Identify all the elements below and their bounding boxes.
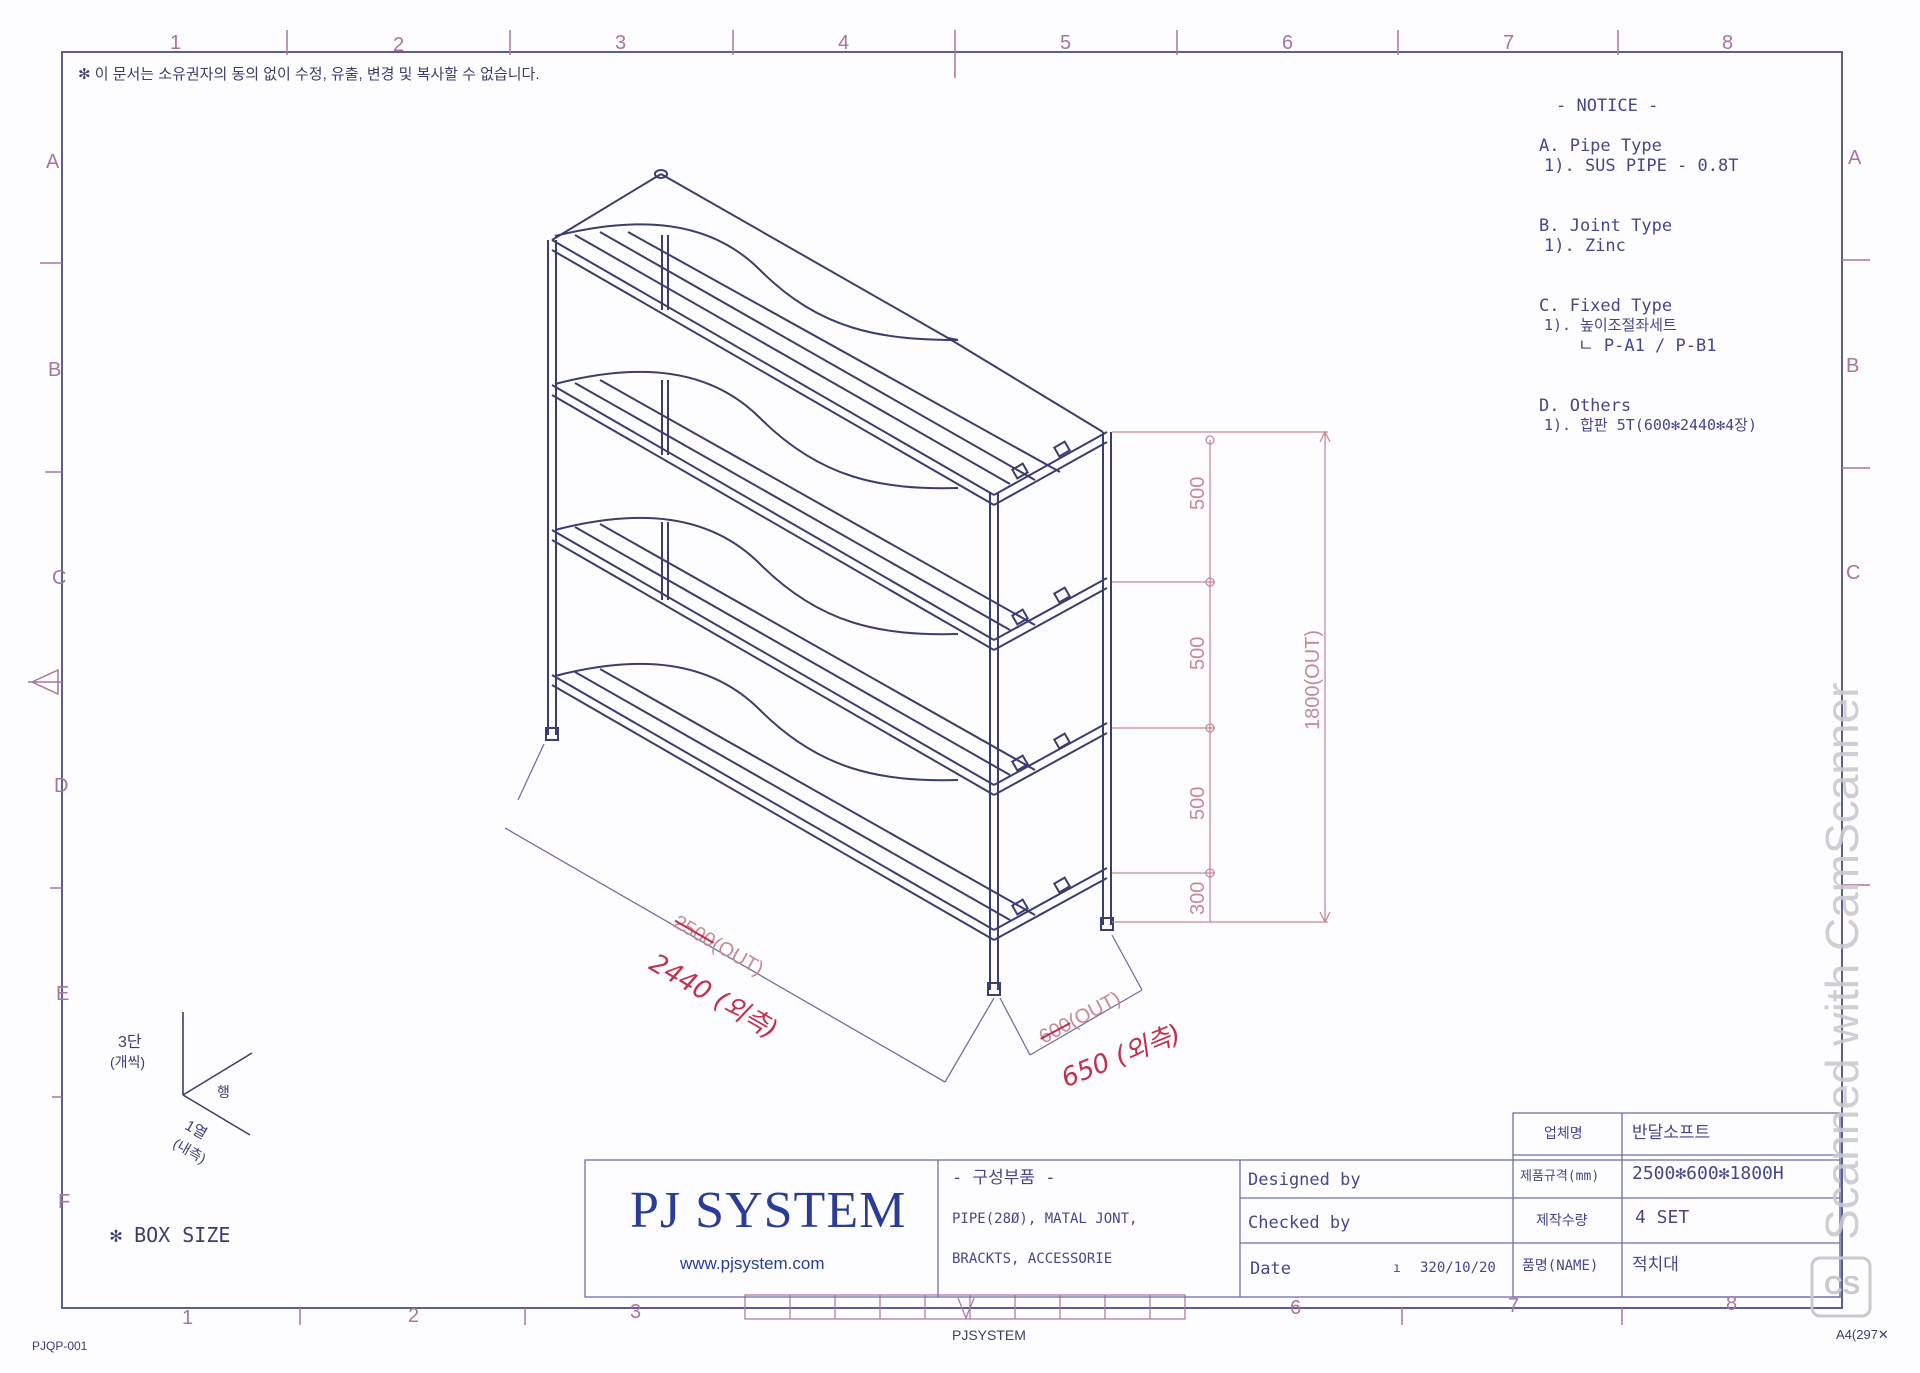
shelf-tier-4 xyxy=(551,662,1108,941)
grid-row-a: A xyxy=(46,151,60,173)
date-mark: ı xyxy=(1393,1261,1401,1276)
height-dim-2: 500 xyxy=(1187,636,1209,670)
name-label: 품명(NAME) xyxy=(1522,1258,1599,1274)
name-value: 적치대 xyxy=(1632,1255,1679,1275)
grid-row-d: D xyxy=(54,775,69,797)
designed-by-label: Designed by xyxy=(1248,1170,1361,1190)
grid-row-c: C xyxy=(52,567,67,589)
grid-col-2-bottom: 2 xyxy=(408,1305,420,1327)
company-website: www.pjsystem.com xyxy=(680,1254,825,1273)
grid-col-7-bottom: 7 xyxy=(1508,1295,1520,1317)
notice-d-head: D. Others xyxy=(1539,396,1632,416)
grid-col-5: 5 xyxy=(1060,32,1072,54)
length-dimension xyxy=(504,743,1143,1083)
grid-col-6: 6 xyxy=(1282,32,1294,54)
components-title: - 구성부품 - xyxy=(952,1168,1056,1188)
foot xyxy=(545,727,559,741)
shelf-tier-3 xyxy=(551,516,1108,796)
box-tier-sub: (개씩) xyxy=(110,1054,146,1070)
grid-row-b-right: B xyxy=(1846,355,1860,377)
scanner-badge xyxy=(1810,1256,1872,1318)
scanner-badge-icon: CS xyxy=(1824,1270,1861,1300)
height-dim-1: 500 xyxy=(1187,476,1209,510)
grid-col-7: 7 xyxy=(1503,32,1515,54)
grid-col-1-bottom: 1 xyxy=(182,1307,194,1329)
company-value: 반달소프트 xyxy=(1632,1123,1711,1143)
date-label: Date xyxy=(1250,1259,1291,1279)
box-size-caption: ✻ BOX SIZE xyxy=(110,1223,231,1247)
notice-c-head: C. Fixed Type xyxy=(1539,296,1673,316)
notice-b-head: B. Joint Type xyxy=(1539,216,1673,236)
notice-title: - NOTICE - xyxy=(1556,96,1659,116)
spec-label: 제품규격(mm) xyxy=(1520,1169,1600,1184)
overall-height-dim: 1800(OUT) xyxy=(1302,629,1324,730)
doc-code: PJQP-001 xyxy=(32,1339,88,1353)
grid-row-c-right: C xyxy=(1846,562,1861,584)
components-line-2: BRACKTS, ACCESSORIE xyxy=(952,1251,1113,1267)
checked-by-label: Checked by xyxy=(1248,1213,1351,1233)
grid-row-e: E xyxy=(56,983,70,1005)
box-size-axes xyxy=(182,1012,253,1136)
footer-center-label: PJSYSTEM xyxy=(952,1327,1026,1343)
company-logo-text: PJ SYSTEM xyxy=(630,1182,907,1239)
date-value: 320/10/20 xyxy=(1420,1260,1496,1276)
grid-row-a-right: A xyxy=(1848,147,1862,169)
grid-col-1: 1 xyxy=(170,32,182,54)
height-dim-4: 300 xyxy=(1187,881,1209,915)
copyright-notice: ✻ 이 문서는 소유권자의 동의 없이 수정, 유출, 변경 및 복사할 수 없… xyxy=(78,66,540,83)
notice-b-line-1: 1). Zinc xyxy=(1544,236,1626,256)
components-line-1: PIPE(28Ø), MATAL JONT, xyxy=(952,1211,1138,1227)
grid-col-8: 8 xyxy=(1722,32,1734,54)
shelf-tier-1 xyxy=(551,173,1108,506)
notice-c-line-1: 1). 높이조절좌세트 xyxy=(1544,316,1677,334)
quantity-value: 4 SET xyxy=(1635,1207,1690,1228)
shelf-tier-2 xyxy=(551,370,1108,651)
dimension-lines xyxy=(1112,430,1331,924)
notice-d-line-1: 1). 합판 5T(600✻2440✻4장) xyxy=(1544,416,1757,434)
title-block-grid xyxy=(584,1112,1841,1298)
scanner-watermark: Scanned with CamScanner xyxy=(1816,682,1868,1240)
grid-ticks xyxy=(40,30,1870,1325)
box-tier-label: 3단 xyxy=(118,1034,142,1051)
grid-row-b: B xyxy=(48,359,62,381)
company-label: 업체명 xyxy=(1544,1126,1583,1142)
grid-col-8-bottom: 8 xyxy=(1726,1293,1738,1315)
grid-row-f: F xyxy=(58,1191,71,1213)
bottom-scale xyxy=(744,1294,1186,1320)
grid-col-3: 3 xyxy=(615,32,627,54)
grid-col-2: 2 xyxy=(393,34,405,56)
shelf-rack-drawing xyxy=(545,169,1114,996)
spec-value: 2500✻600✻1800H xyxy=(1632,1163,1784,1184)
grid-col-3-bottom: 3 xyxy=(630,1301,642,1323)
paper-size: A4(297✕ xyxy=(1836,1327,1889,1342)
height-dim-3: 500 xyxy=(1187,786,1209,820)
grid-col-4: 4 xyxy=(838,32,850,54)
notice-a-head: A. Pipe Type xyxy=(1539,136,1662,156)
quantity-label: 제작수량 xyxy=(1536,1213,1588,1229)
notice-a-line-1: 1). SUS PIPE - 0.8T xyxy=(1544,156,1739,176)
notice-c-line-2: ㄴ P-A1 / P-B1 xyxy=(1578,336,1717,356)
box-axis-row: 행 xyxy=(217,1084,230,1100)
outer-frame xyxy=(61,51,1843,1309)
grid-col-6-bottom: 6 xyxy=(1290,1297,1302,1319)
